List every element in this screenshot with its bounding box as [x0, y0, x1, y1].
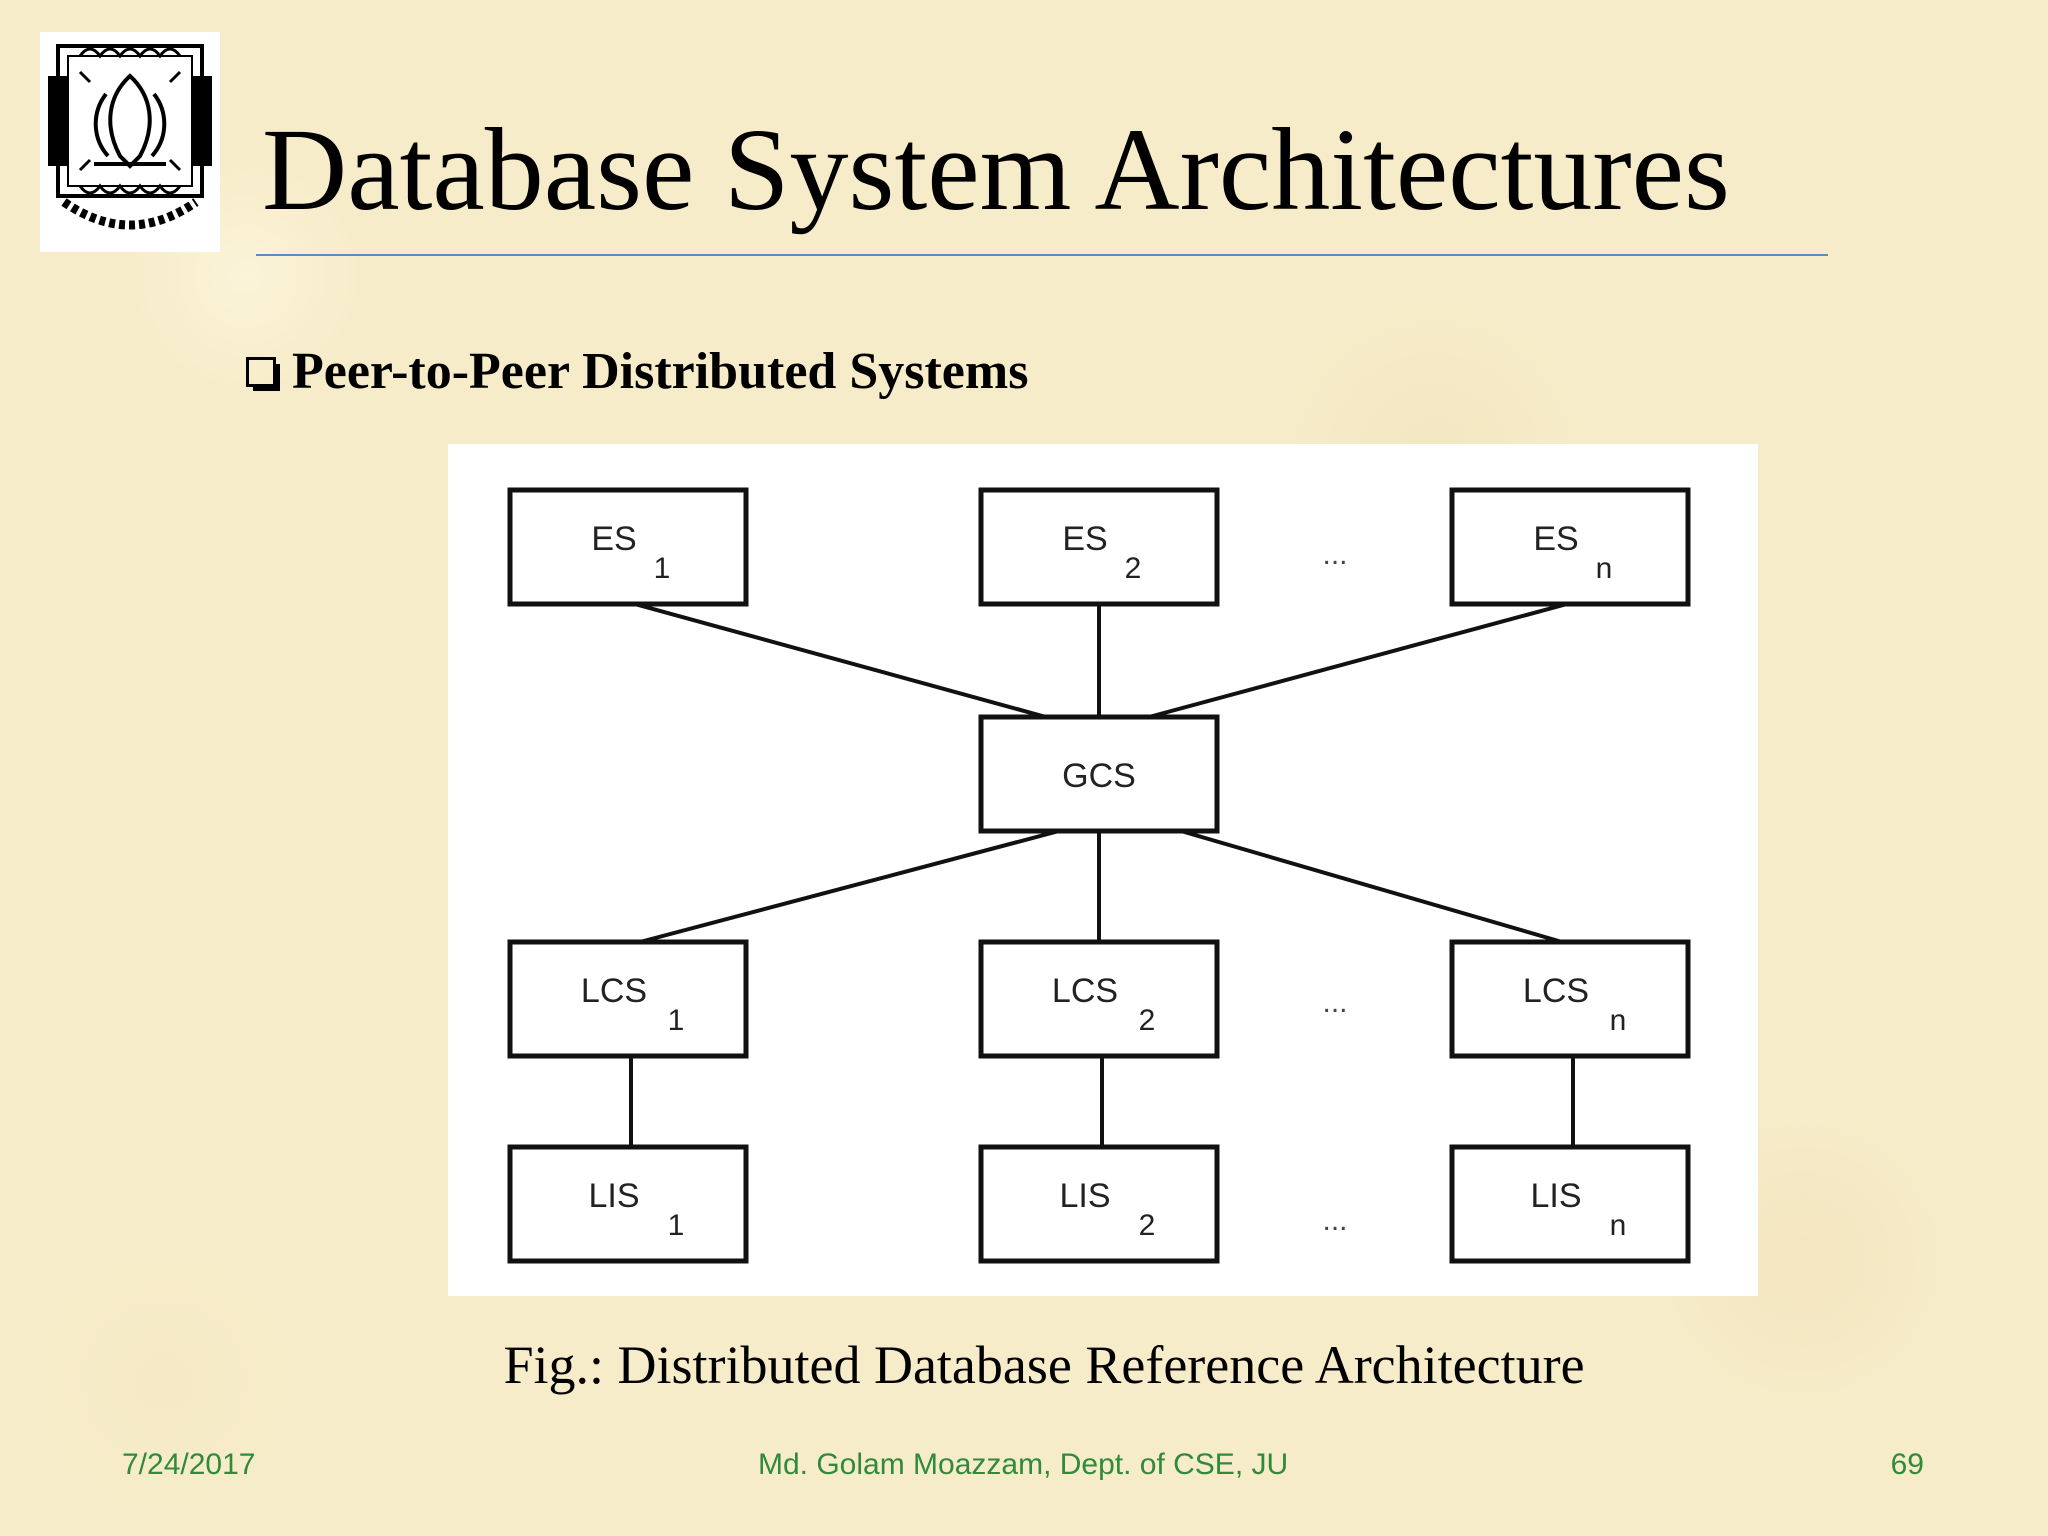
- edge-gcs-lcsn: [1180, 829, 1563, 944]
- node-lcs2: LCS 2: [978, 939, 1220, 1059]
- university-logo: [40, 32, 220, 252]
- node-subscript: 2: [1125, 552, 1142, 585]
- node-subscript: 1: [654, 552, 671, 585]
- node-lis1: LIS 1: [507, 1144, 749, 1264]
- node-gcs: GCS: [978, 714, 1220, 834]
- university-seal-icon: [48, 44, 212, 230]
- node-subscript: n: [1610, 1209, 1627, 1242]
- edge-es1-gcs: [634, 602, 1047, 719]
- footer-author: Md. Golam Moazzam, Dept. of CSE, JU: [758, 1448, 1289, 1481]
- node-label: LCS: [1052, 972, 1118, 1010]
- ellipsis-2: ...: [1322, 986, 1347, 1019]
- bullet-text: Peer-to-Peer Distributed Systems: [292, 343, 1029, 400]
- node-label: LIS: [1059, 1177, 1110, 1215]
- ellipsis-1: ...: [1322, 538, 1347, 571]
- diagram-canvas: ES1ES2ESnGCSLCS1LCS2LCSnLIS1LIS2LISn....…: [507, 487, 1691, 1264]
- slide-title: Database System Architectures: [262, 104, 1730, 235]
- node-box: [978, 1144, 1220, 1264]
- node-label: LIS: [588, 1177, 639, 1215]
- node-label: LCS: [1523, 972, 1589, 1010]
- node-es2: ES 2: [978, 487, 1220, 607]
- figure-caption: Fig.: Distributed Database Reference Arc…: [503, 1335, 1585, 1395]
- node-subscript: n: [1610, 1004, 1627, 1037]
- edge-esn-gcs: [1148, 602, 1568, 719]
- node-label: ES: [591, 520, 636, 558]
- node-es1: ES 1: [507, 487, 749, 607]
- node-lis2: LIS 2: [978, 1144, 1220, 1264]
- node-box: [507, 939, 749, 1059]
- node-esn: ES n: [1449, 487, 1691, 607]
- node-label: ES: [1062, 520, 1107, 558]
- node-box: [507, 1144, 749, 1264]
- node-subscript: 1: [668, 1004, 685, 1037]
- node-label: GCS: [1062, 757, 1136, 795]
- node-subscript: n: [1596, 552, 1613, 585]
- node-box: [1449, 487, 1691, 607]
- node-lcsn: LCS n: [1449, 939, 1691, 1059]
- node-box: [978, 939, 1220, 1059]
- node-lcs1: LCS 1: [507, 939, 749, 1059]
- ellipsis-3: ...: [1322, 1204, 1347, 1237]
- footer-date: 7/24/2017: [122, 1448, 256, 1481]
- node-subscript: 2: [1139, 1209, 1156, 1242]
- edge-gcs-lcs1: [639, 829, 1060, 944]
- node-label: LCS: [581, 972, 647, 1010]
- node-subscript: 1: [668, 1209, 685, 1242]
- node-box: [978, 487, 1220, 607]
- node-subscript: 2: [1139, 1004, 1156, 1037]
- node-label: LIS: [1530, 1177, 1581, 1215]
- node-box: [507, 487, 749, 607]
- footer-page-number: 69: [1890, 1448, 1924, 1481]
- node-box: [978, 714, 1220, 834]
- node-box: [1449, 939, 1691, 1059]
- node-box: [1449, 1144, 1691, 1264]
- title-underline: [256, 254, 1828, 256]
- checkbox-bullet-icon: [246, 356, 280, 391]
- bullet-item: Peer-to-Peer Distributed Systems: [246, 342, 1028, 401]
- node-lisn: LIS n: [1449, 1144, 1691, 1264]
- node-label: ES: [1533, 520, 1578, 558]
